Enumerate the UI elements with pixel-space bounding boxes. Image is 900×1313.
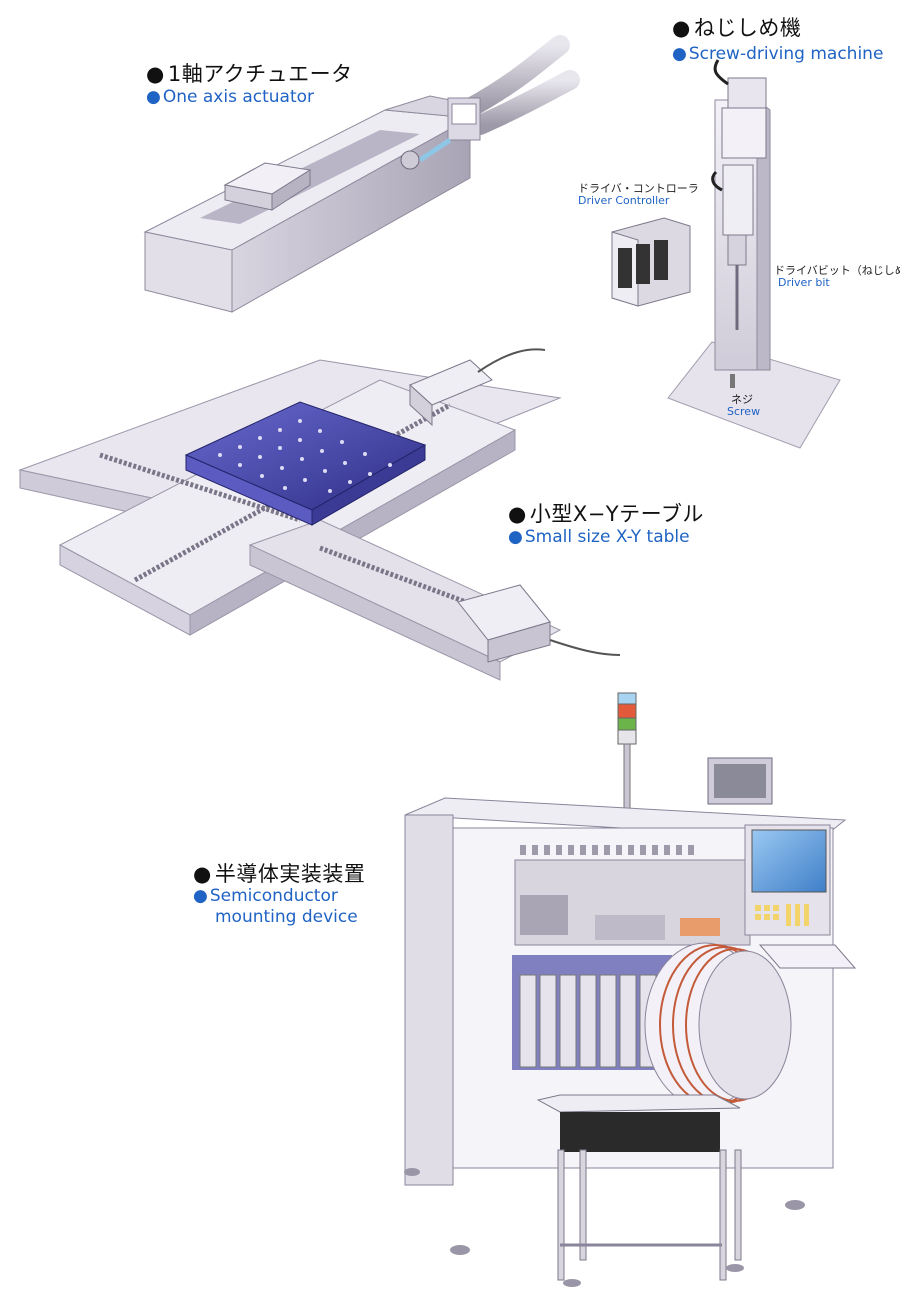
xytable-title-jp-text: 小型X−Yテーブル <box>529 502 704 526</box>
blue-bullet: ● <box>672 44 687 64</box>
one-axis-actuator-drawing <box>143 35 580 313</box>
black-bullet: ● <box>508 502 527 526</box>
black-bullet: ● <box>672 16 691 40</box>
semiconductor-title-jp: ●半導体実装装置 <box>193 858 365 888</box>
screwdriver-title-en: ●Screw-driving machine <box>672 44 883 64</box>
screw-driving-machine-drawing <box>611 59 841 449</box>
actuator-title-en: ●One axis actuator <box>146 87 314 107</box>
actuator-title-jp-text: 1軸アクチュエータ <box>167 62 353 86</box>
driver-bit-label-jp: ドライバビット（ねじしめ） <box>774 264 900 277</box>
semiconductor-title-en-line1-text: Semiconductor <box>209 886 338 906</box>
screw-label-en: Screw <box>727 405 761 418</box>
xytable-title-en-text: Small size X-Y table <box>524 527 690 547</box>
semiconductor-title-jp-text: 半導体実装装置 <box>214 862 366 886</box>
actuator-title-jp: ●1軸アクチュエータ <box>146 58 353 88</box>
driver-bit-label-en: Driver bit <box>778 276 830 289</box>
semiconductor-title-en-line2: mounting device <box>215 907 358 927</box>
semiconductor-title-en-line1: ●Semiconductor <box>193 886 338 906</box>
blue-bullet: ● <box>508 527 523 547</box>
screwdriver-title-jp-text: ねじしめ機 <box>693 16 802 40</box>
semiconductor-mounting-device-drawing <box>404 692 857 1287</box>
xytable-title-en: ●Small size X-Y table <box>508 527 690 547</box>
screw-label-jp: ネジ <box>731 393 753 406</box>
blue-bullet: ● <box>146 87 161 107</box>
driver-controller-label-en: Driver Controller <box>578 194 670 207</box>
screwdriver-title-jp: ●ねじしめ機 <box>672 12 801 42</box>
black-bullet: ● <box>146 62 165 86</box>
screwdriver-title-en-text: Screw-driving machine <box>688 44 884 64</box>
xytable-title-jp: ●小型X−Yテーブル <box>508 498 704 528</box>
xy-table-drawing <box>18 348 621 681</box>
driver-controller-label-jp: ドライバ・コントローラ <box>578 182 699 195</box>
black-bullet: ● <box>193 862 212 886</box>
blue-bullet: ● <box>193 886 208 906</box>
actuator-title-en-text: One axis actuator <box>162 87 315 107</box>
